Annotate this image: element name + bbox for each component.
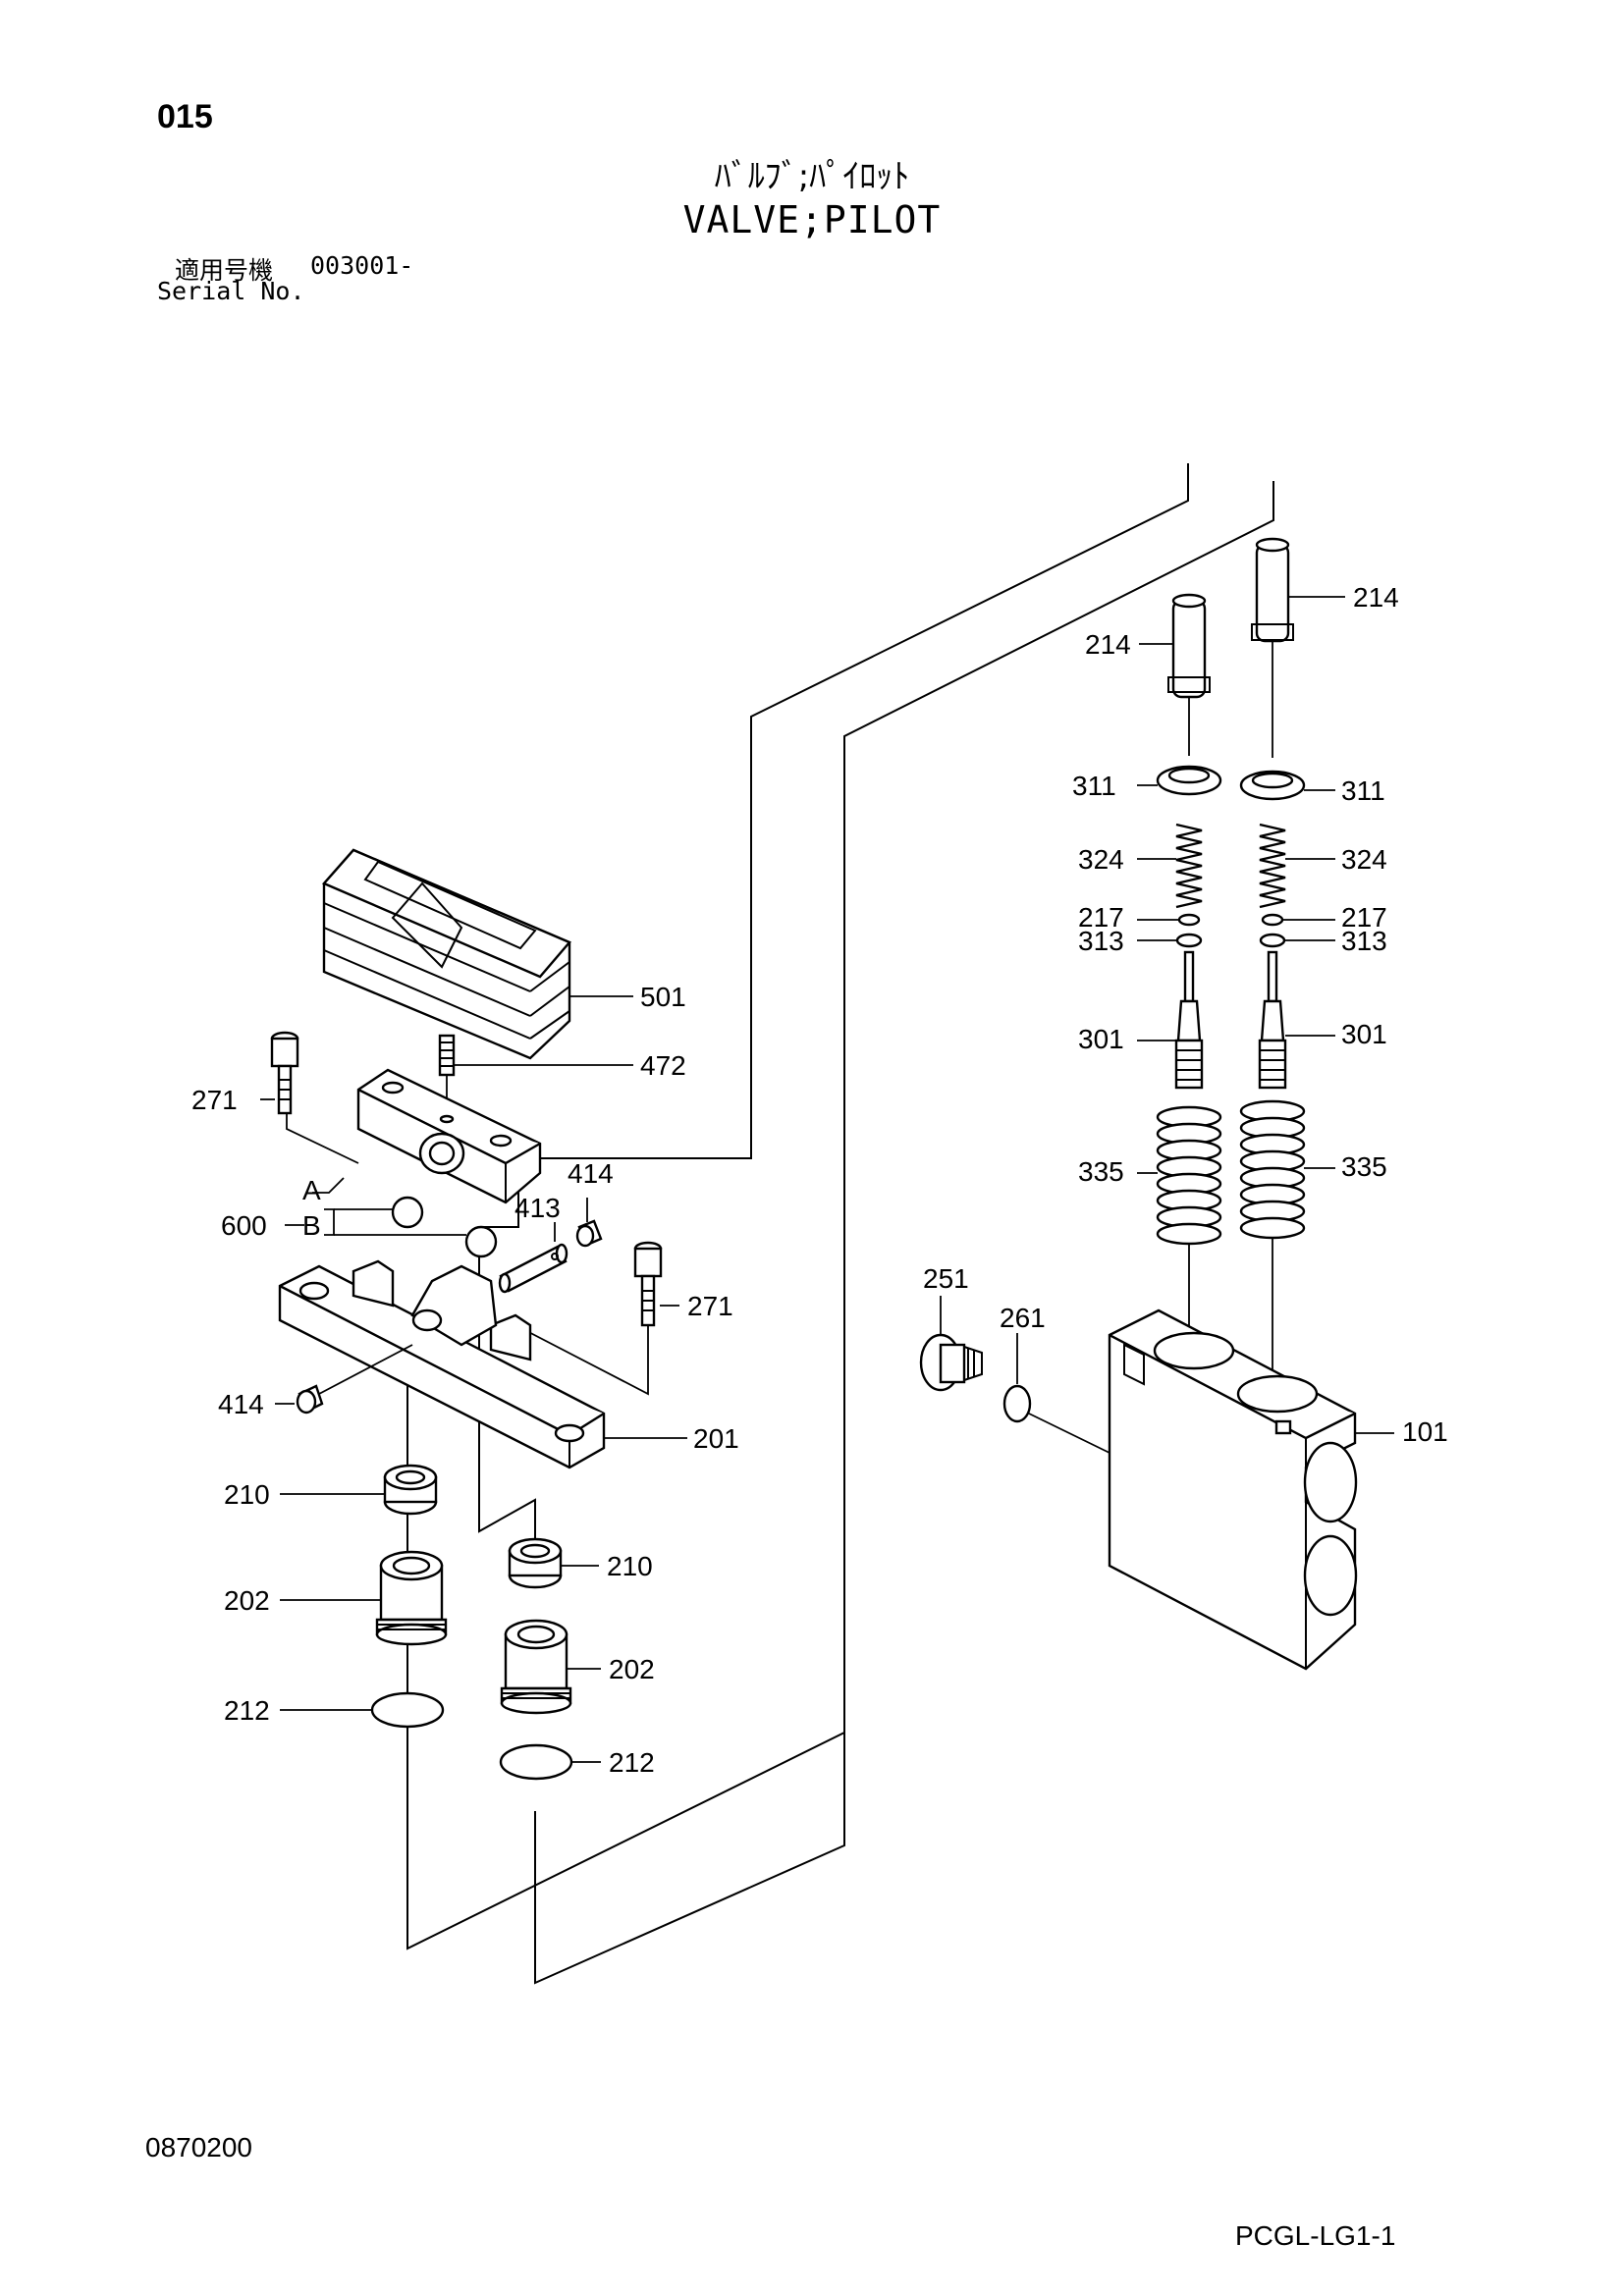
callout-600: 600 — [221, 1210, 267, 1241]
callout-251: 251 — [923, 1263, 969, 1294]
callout-501: 501 — [640, 982, 686, 1012]
callout-414-low: 414 — [218, 1389, 264, 1419]
plug-202-left — [375, 1550, 448, 1646]
callout-214-left: 214 — [1085, 629, 1131, 660]
callout-a: A — [302, 1175, 321, 1205]
washer-313-left — [1175, 933, 1203, 948]
base-plate-201 — [278, 1259, 606, 1469]
spool-301-right — [1258, 950, 1287, 1090]
document-code: 0870200 — [145, 2132, 253, 2163]
spring-335-right — [1239, 1099, 1306, 1240]
callout-202-left: 202 — [224, 1585, 270, 1616]
callout-261: 261 — [1000, 1303, 1046, 1333]
callout-212-left: 212 — [224, 1695, 270, 1726]
pin-214-right — [1251, 537, 1294, 643]
ball-b — [464, 1225, 498, 1258]
seal-210-left — [383, 1464, 438, 1516]
bolt-271-mid — [633, 1241, 663, 1327]
serial-value: 003001- — [310, 251, 414, 280]
ball-a — [391, 1196, 424, 1229]
set-screw-472 — [438, 1034, 456, 1104]
valve-body-101 — [1108, 1308, 1358, 1671]
pin-413 — [498, 1243, 568, 1294]
callout-101: 101 — [1402, 1416, 1448, 1447]
title-japanese: ﾊﾞﾙﾌﾞ;ﾊﾟｲﾛｯﾄ — [714, 157, 910, 196]
spring-324-right — [1259, 823, 1286, 909]
o-ring-212-left — [370, 1691, 445, 1729]
serial-label-japanese: 適用号機 — [175, 256, 274, 285]
washer-311-right — [1239, 770, 1306, 801]
callout-212-right: 212 — [609, 1747, 655, 1778]
o-ring-261 — [1002, 1384, 1032, 1423]
spool-301-left — [1174, 950, 1204, 1090]
washer-313-right — [1259, 933, 1286, 948]
callout-301-left: 301 — [1078, 1024, 1124, 1054]
bushing-414-low — [296, 1384, 324, 1415]
title-english: VALVE;PILOT — [682, 198, 942, 241]
upper-block-600 — [356, 1068, 542, 1204]
callout-210-right: 210 — [607, 1551, 653, 1581]
callout-313-left: 313 — [1078, 926, 1124, 956]
callout-271-mid: 271 — [687, 1291, 733, 1321]
callout-472: 472 — [640, 1050, 686, 1081]
washer-311-left — [1156, 765, 1222, 796]
callout-324-left: 324 — [1078, 844, 1124, 875]
pin-214-left — [1167, 593, 1211, 699]
callout-214-right: 214 — [1353, 582, 1399, 613]
seal-210-right — [508, 1537, 563, 1589]
callout-335-right: 335 — [1341, 1151, 1387, 1182]
callout-414-top: 414 — [568, 1158, 614, 1189]
callout-335-left: 335 — [1078, 1156, 1124, 1187]
bolt-271-top — [270, 1031, 299, 1115]
bushing-414-top — [575, 1219, 603, 1248]
spring-324-left — [1175, 823, 1203, 909]
callout-210-left: 210 — [224, 1479, 270, 1510]
serial-label-english: Serial No. — [157, 277, 305, 305]
page-number: 015 — [157, 98, 213, 135]
callout-311-left: 311 — [1072, 771, 1116, 801]
callout-324-right: 324 — [1341, 844, 1387, 875]
callout-b: B — [302, 1210, 321, 1241]
callout-202-right: 202 — [609, 1654, 655, 1684]
callout-301-right: 301 — [1341, 1019, 1387, 1049]
plug-202-right — [500, 1619, 572, 1715]
callout-313-right: 313 — [1341, 926, 1387, 956]
callout-217-right: 217 — [1341, 902, 1387, 933]
callout-201: 201 — [693, 1423, 739, 1454]
callout-413: 413 — [514, 1193, 561, 1223]
shim-217-left — [1177, 913, 1201, 927]
shim-217-right — [1261, 913, 1284, 927]
callout-217-left: 217 — [1078, 902, 1124, 933]
o-ring-212-right — [499, 1743, 573, 1781]
callout-271-top: 271 — [191, 1085, 238, 1115]
boot-501 — [322, 848, 571, 1060]
spring-335-left — [1156, 1105, 1222, 1246]
plug-251 — [919, 1333, 983, 1392]
callout-311-right: 311 — [1341, 775, 1385, 806]
page-code: PCGL-LG1-1 — [1235, 2220, 1396, 2251]
